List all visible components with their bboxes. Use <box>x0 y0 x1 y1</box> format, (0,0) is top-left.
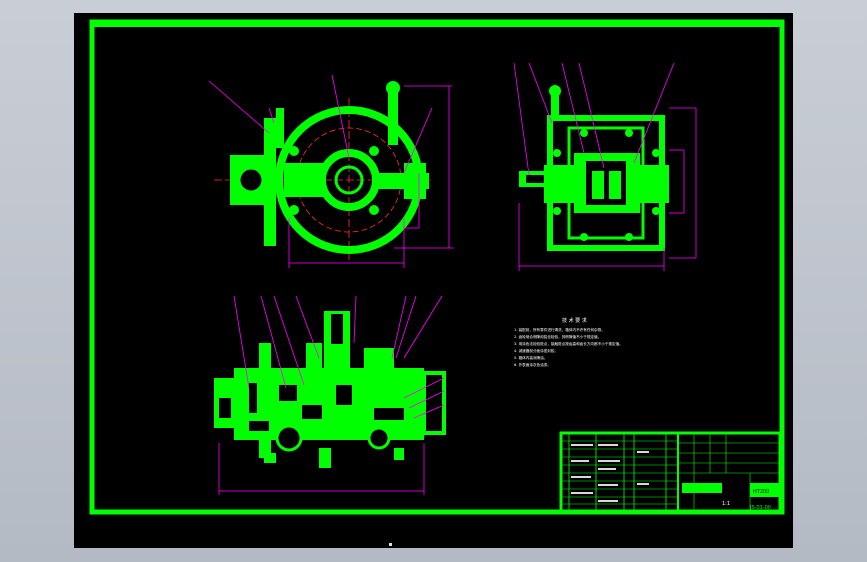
tech-req-line-1: 1. 装配前，所有零件进行清洗，箱体内不许有任何杂物。 <box>514 327 605 332</box>
front-section-view <box>214 295 446 495</box>
title-block: 1:1 HT200 JS-01-00 <box>559 431 782 513</box>
tech-req-line-4: 4. 减速器剖分面涂密封胶。 <box>514 348 558 353</box>
drawing-sheet: 技 术 要 求 1. 装配前，所有零件进行清洗，箱体内不许有任何杂物。 2. 齿… <box>74 13 793 548</box>
tech-req-line-5: 5. 箱体内装润滑油。 <box>514 355 547 360</box>
top-view <box>208 74 454 268</box>
outer-border <box>89 19 785 515</box>
inner-border-top <box>94 24 780 27</box>
tech-requirements: 技 术 要 求 1. 装配前，所有零件进行清洗，箱体内不许有任何杂物。 2. 齿… <box>514 317 623 367</box>
side-view <box>513 62 697 271</box>
tech-req-line-2: 2. 齿轮啮合侧隙用铅丝检验，其侧隙值不小于规定值。 <box>514 334 601 339</box>
tech-req-title: 技 术 要 求 <box>562 317 587 324</box>
cursor-dot <box>389 543 392 546</box>
tech-req-line-3: 3. 用涂色法检验斑点，接触斑点按齿高和齿长方向都不小于规定值。 <box>514 341 623 346</box>
title-drawing-no: JS-01-00 <box>749 505 771 511</box>
title-material: HT200 <box>753 489 769 495</box>
title-scale: 1:1 <box>722 501 730 507</box>
tech-req-line-6: 6. 外表面涂灰色油漆。 <box>514 362 551 367</box>
cad-drawing: 技 术 要 求 1. 装配前，所有零件进行清洗，箱体内不许有任何杂物。 2. 齿… <box>89 19 785 515</box>
